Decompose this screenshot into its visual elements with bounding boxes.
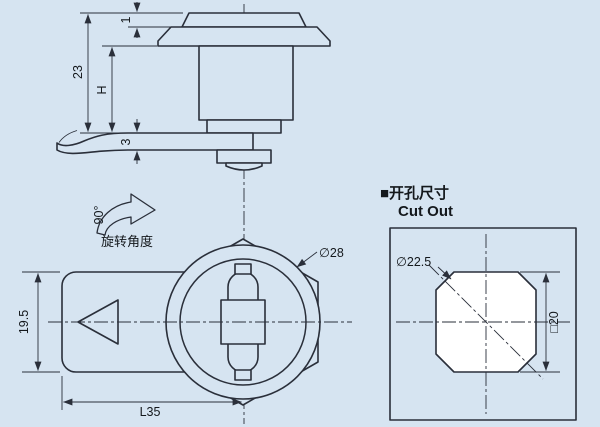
- side-view-dimensions: 1 23 H 3: [71, 2, 183, 164]
- dim-label-H: H: [95, 85, 109, 94]
- dim-label-diameter-28: ∅28: [319, 246, 344, 260]
- key-slot-bottom-tab: [234, 369, 252, 381]
- front-view-dimensions: ∅28 19.5 L35: [17, 246, 344, 419]
- leader-line-diameter-22-5: [437, 266, 452, 280]
- dim-label-cap-lip: 1: [119, 16, 133, 23]
- lock-head-cap: [181, 12, 307, 28]
- leader-line-diameter-28: [296, 251, 318, 268]
- shaft-end-dome: [225, 162, 263, 171]
- cutout-diagonal-centerline: [428, 264, 544, 380]
- lock-body-cylinder: [198, 45, 294, 121]
- dim-label-23: 23: [71, 65, 85, 79]
- rotation-note: 90° 旋转角度: [92, 193, 156, 249]
- lock-body-neck: [206, 119, 282, 134]
- rotation-arrow-icon: [96, 193, 156, 236]
- shaft-stub: [216, 149, 272, 164]
- rotation-angle-label: 90°: [92, 206, 106, 225]
- side-view: [56, 12, 331, 171]
- front-view: [48, 238, 352, 406]
- cutout-heading-en: Cut Out: [398, 203, 453, 220]
- dim-label-L35: L35: [140, 405, 161, 419]
- lock-head-flange: [157, 26, 331, 47]
- cutout-heading-zh: ■开孔尺寸: [380, 184, 449, 202]
- dim-label-diameter-22-5: ∅22.5: [396, 255, 431, 269]
- dim-label-square-20: □20: [547, 311, 561, 333]
- rotation-caption: 旋转角度: [101, 234, 153, 249]
- key-slot-top-tab: [234, 263, 252, 275]
- cam-lever-side: [56, 132, 254, 155]
- cam-tip-curve: [58, 130, 78, 143]
- cutout-view: ■开孔尺寸 Cut Out ∅22.5 □20: [380, 184, 577, 421]
- dim-label-cam-thickness: 3: [119, 138, 133, 145]
- dim-label-19-5: 19.5: [17, 310, 31, 334]
